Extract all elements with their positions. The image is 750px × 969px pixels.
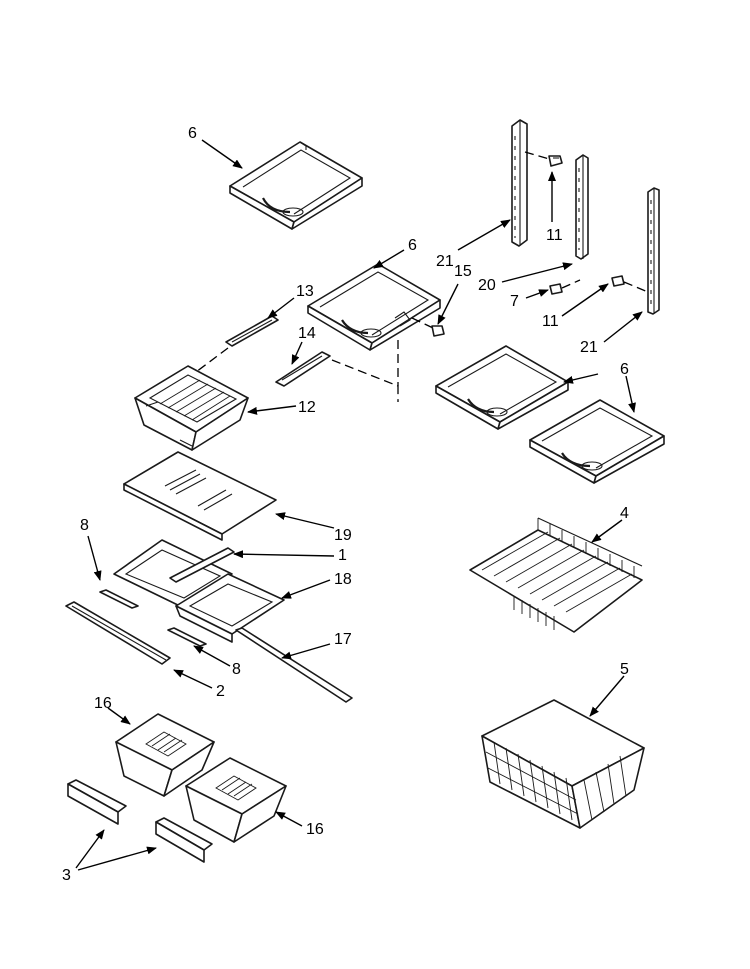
callout-6-top: 6 — [188, 125, 197, 142]
callout-4: 4 — [620, 505, 629, 522]
crisper-cover-part-18[interactable] — [175, 573, 285, 643]
wire-shelf-part-4[interactable] — [469, 517, 643, 633]
callout-2: 2 — [216, 683, 225, 700]
callout-3: 3 — [62, 867, 71, 884]
callout-11-upper: 11 — [546, 227, 563, 244]
screw-part-7[interactable] — [549, 279, 581, 295]
callout-21-right: 21 — [580, 339, 598, 356]
screw-part-11-lower[interactable] — [611, 275, 649, 293]
wire-basket-part-5[interactable] — [481, 699, 645, 829]
divider-part-8-upper[interactable] — [99, 589, 139, 609]
callout-19: 19 — [334, 527, 352, 544]
glass-shelf-part-6-right-upper[interactable] — [435, 345, 569, 430]
pan-handle-part-3-upper[interactable] — [67, 779, 127, 825]
callout-6-right: 6 — [620, 361, 629, 378]
shelf-rail-part-21-right[interactable] — [647, 187, 660, 315]
callout-8-upper: 8 — [80, 517, 89, 534]
callout-8-lower: 8 — [232, 661, 241, 678]
glass-shelf-part-6-right-lower[interactable] — [529, 399, 665, 484]
callout-18: 18 — [334, 571, 352, 588]
leader-lines — [75, 139, 643, 871]
drawer-slide-part-14[interactable] — [275, 351, 331, 387]
screw-part-15[interactable] — [411, 317, 445, 337]
callout-6-middle: 6 — [408, 237, 417, 254]
callout-16-lower: 16 — [306, 821, 324, 838]
glass-shelf-part-6-top[interactable] — [229, 141, 363, 230]
pan-handle-part-3-lower[interactable] — [155, 817, 213, 863]
divider-part-8-lower[interactable] — [167, 627, 207, 647]
shelf-rail-part-20[interactable] — [575, 154, 589, 260]
storage-pan-part-16-upper[interactable] — [115, 713, 215, 797]
deli-drawer-part-12[interactable] — [134, 365, 249, 451]
glass-cover-part-19[interactable] — [123, 451, 277, 541]
callout-16-upper: 16 — [94, 695, 112, 712]
callout-15: 15 — [454, 263, 472, 280]
assembly-guide-line-2 — [331, 359, 399, 402]
screw-part-11-upper[interactable] — [524, 151, 563, 167]
callout-17: 17 — [334, 631, 352, 648]
callout-14: 14 — [298, 325, 316, 342]
rod-part-17[interactable] — [235, 627, 353, 703]
shelf-rail-part-21-left[interactable] — [511, 119, 528, 247]
callout-5: 5 — [620, 661, 629, 678]
assembly-guide-line-1 — [195, 347, 229, 373]
callout-1: 1 — [338, 547, 347, 564]
callout-11-lower: 11 — [542, 313, 559, 330]
glass-shelf-part-6-middle[interactable] — [307, 263, 441, 351]
callout-13: 13 — [296, 283, 314, 300]
callout-21-left: 21 — [436, 253, 454, 270]
drawer-slide-part-13[interactable] — [225, 315, 279, 347]
front-trim-part-2[interactable] — [65, 601, 171, 665]
callout-7: 7 — [510, 293, 519, 310]
callout-20: 20 — [478, 277, 496, 294]
callout-12: 12 — [298, 399, 316, 416]
storage-pan-part-16-lower[interactable] — [185, 757, 287, 843]
